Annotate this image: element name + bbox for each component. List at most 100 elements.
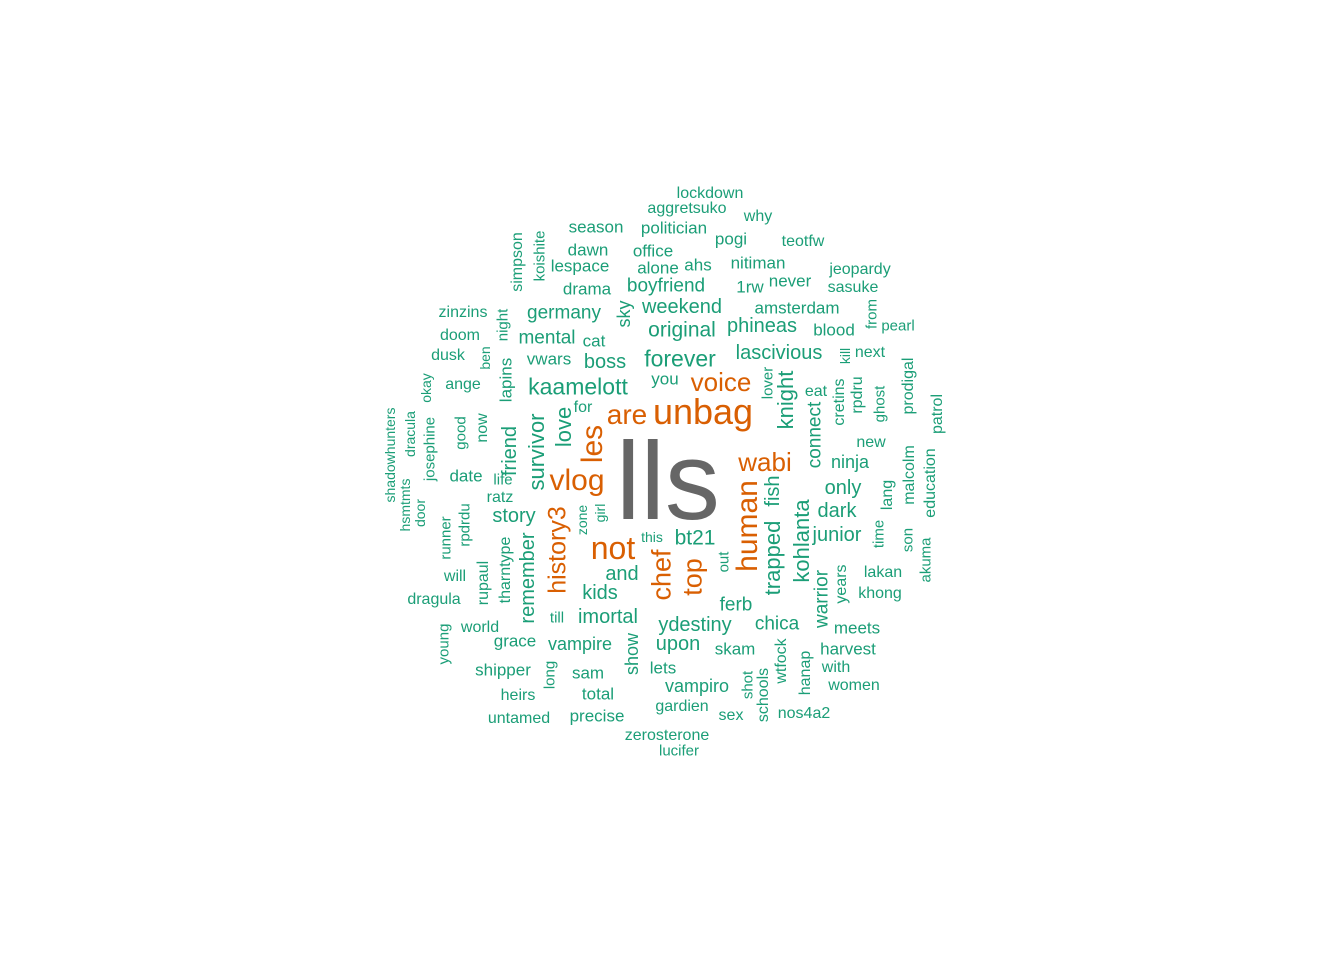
word-never: never [768,271,812,291]
word-unbag: unbag [652,391,754,432]
word-precise: precise [569,706,625,726]
word-boss: boss [583,351,627,373]
word-kohlanta: kohlanta [789,499,814,583]
word-zinzins: zinzins [438,304,488,321]
word-from: from [863,299,881,329]
word-only: only [824,477,862,499]
word-sam: sam [571,663,605,683]
word-malcolm: malcolm [901,445,918,505]
word-show: show [622,632,642,676]
word-skam: skam [714,639,756,659]
word-warrior: warrior [811,569,833,629]
word-pearl: pearl [881,317,915,335]
word-les: les [576,424,609,464]
word-lets: lets [649,658,677,678]
word-girl: girl [592,503,608,523]
word-why: why [743,208,773,225]
word-lls: lls [616,420,720,543]
word-till: till [549,609,565,627]
word-dragula: dragula [407,591,461,608]
word-teotfw: teotfw [781,233,825,250]
word-sasuke: sasuke [827,279,879,296]
word-dawn: dawn [567,240,609,260]
word-ghost: ghost [871,385,889,423]
word-grace: grace [493,631,537,651]
word-vwars: vwars [526,349,572,369]
word-rpdrdu: rpdrdu [456,503,474,547]
word-survivor: survivor [524,413,549,491]
word-phineas: phineas [726,315,798,337]
word-meets: meets [833,618,881,638]
word-rpdru: rpdru [849,376,866,414]
word-ydestiny: ydestiny [658,614,732,636]
word-trapped: trapped [760,520,785,596]
word-human: human [731,480,764,572]
word-lascivious: lascivious [735,342,823,364]
word-door: door [412,498,428,528]
word-cretins: cretins [831,378,848,426]
word-prodigal: prodigal [900,357,917,415]
word-1rw: 1rw [736,277,764,297]
word-for: for [573,399,593,416]
word-connect: connect [804,401,826,469]
word-you: you [651,369,679,389]
word-cat: cat [582,331,606,351]
word-life: life [493,471,513,489]
word-young: young [435,623,453,665]
word-women: women [828,677,880,694]
word-sex: sex [718,707,744,724]
word-doom: doom [439,327,481,344]
word-dark: dark [817,500,857,522]
word-education: education [922,448,939,518]
word-kaamelott: kaamelott [528,373,628,400]
word-wtfock: wtfock [773,638,790,684]
word-ninja: ninja [830,452,870,472]
word-ange: ange [445,376,481,393]
word-amsterdam: amsterdam [754,298,840,318]
word-dracula: dracula [402,411,418,457]
word-son: son [899,527,917,553]
word-shipper: shipper [475,660,531,680]
word-are: are [606,399,648,430]
word-politician: politician [640,218,708,238]
word-junior: junior [812,524,862,546]
word-world: world [460,619,500,636]
word-vampire: vampire [547,634,613,654]
word-blood: blood [813,320,855,340]
word-good: good [452,416,470,450]
word-imortal: imortal [577,606,639,628]
word-long: long [541,660,559,690]
word-okay: okay [418,373,434,403]
word-dusk: dusk [431,347,465,364]
word-zone: zone [574,504,590,536]
word-with: with [821,659,851,676]
word-lang: lang [879,479,896,511]
word-remember: remember [517,532,539,624]
word-and: and [605,563,639,585]
word-story: story [492,505,536,527]
word-heirs: heirs [500,687,536,704]
word-lover: lover [759,366,777,400]
word-chica: chica [754,613,800,635]
word-next: next [854,344,886,361]
word-years: years [833,564,850,604]
word-shadowhunters: shadowhunters [382,407,398,503]
word-friend: friend [499,425,521,477]
word-tharntype: tharntype [497,536,514,604]
word-weekend: weekend [641,296,723,318]
word-runner: runner [437,516,455,560]
word-mental: mental [518,327,576,349]
word-koishite: koishite [531,230,549,282]
word-harvest: harvest [820,639,876,659]
word-schools: schools [755,667,772,723]
word-drama: drama [562,279,612,299]
word-germany: germany [527,302,601,324]
word-gardien: gardien [655,698,709,715]
word-voice: voice [690,367,752,397]
word-nos4a2: nos4a2 [777,705,831,722]
word-ferb: ferb [719,594,753,616]
word-bt21: bt21 [674,526,716,550]
word-fish: fish [762,475,784,507]
word-zerosterone: zerosterone [624,727,710,744]
